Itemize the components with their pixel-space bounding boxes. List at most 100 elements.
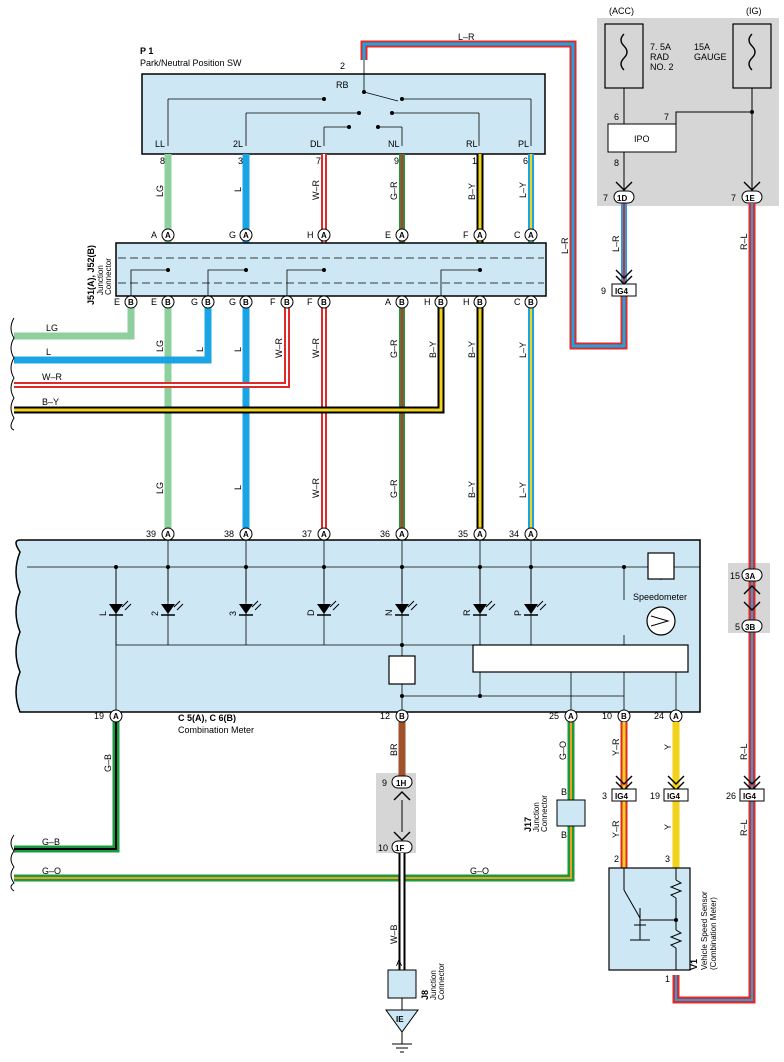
svg-text:A: A xyxy=(399,530,405,539)
svg-text:E: E xyxy=(151,297,157,307)
pos-ll: LL xyxy=(155,139,165,149)
svg-text:A: A xyxy=(385,297,391,307)
p1-pin: 8 xyxy=(160,156,165,166)
led-indicator-d-icon: D xyxy=(306,567,340,620)
svg-text:H: H xyxy=(463,297,470,307)
pos-pl: PL xyxy=(518,139,529,149)
svg-text:G: G xyxy=(229,230,236,240)
combination-meter-body xyxy=(15,539,701,713)
label-l-r-side: L–R xyxy=(560,237,570,254)
jc-bottom-pin: BA xyxy=(385,295,409,309)
svg-text:H: H xyxy=(424,297,431,307)
svg-text:E: E xyxy=(385,230,391,240)
p1-pin: 1 xyxy=(472,156,477,166)
wire-g-b xyxy=(14,722,120,853)
label-l-r-fuse: L–R xyxy=(611,235,621,252)
label-left-lg: LG xyxy=(46,323,58,333)
label-l: L xyxy=(233,347,243,352)
svg-text:3: 3 xyxy=(665,854,670,864)
svg-text:1F: 1F xyxy=(395,844,404,853)
svg-text:B: B xyxy=(321,298,327,307)
svg-text:37: 37 xyxy=(302,529,312,539)
svg-text:A: A xyxy=(528,231,534,240)
ground-triangle-icon xyxy=(385,1009,419,1033)
jc-top-pin: AE xyxy=(385,228,409,242)
label-left-wr: W–R xyxy=(42,372,63,382)
wire-r-l xyxy=(672,203,756,1004)
connector-1d: 1D 7 xyxy=(603,181,635,204)
meter-bottom-pin: A19 xyxy=(94,709,123,723)
svg-text:(Combination Meter): (Combination Meter) xyxy=(709,897,718,970)
svg-text:39: 39 xyxy=(146,529,156,539)
led-indicator-2-icon: 2 xyxy=(150,567,184,620)
jc-bottom-pin: BC xyxy=(514,295,538,309)
svg-text:2: 2 xyxy=(614,854,619,864)
p1-internal-contacts xyxy=(167,60,532,146)
ig-label: (IG) xyxy=(746,6,762,16)
j17-connector: B B J17 Junction Connector xyxy=(523,787,586,840)
svg-text:B: B xyxy=(561,830,567,840)
label-wr: W–R xyxy=(311,338,321,359)
p1-pin-2: 2 xyxy=(340,61,345,71)
label-r-l-2: R–L xyxy=(739,743,749,760)
label-l: L xyxy=(195,347,205,352)
svg-text:B: B xyxy=(399,298,405,307)
svg-text:25: 25 xyxy=(549,711,559,721)
meter-box-top xyxy=(647,552,675,580)
svg-text:A: A xyxy=(243,231,249,240)
jc-bottom-pin: BE xyxy=(151,295,175,309)
svg-text:B: B xyxy=(165,298,171,307)
svg-text:A: A xyxy=(321,231,327,240)
label-wr: W–R xyxy=(311,478,321,499)
label-lg: LG xyxy=(155,185,165,197)
svg-text:A: A xyxy=(396,958,402,968)
svg-text:Vehicle Speed Sensor: Vehicle Speed Sensor xyxy=(700,891,709,970)
connector-1h-1f: 1H 9 1F 10 xyxy=(378,775,413,854)
v1-speed-sensor: 2 3 1 V1 Vehicle Speed Sensor (Combinati… xyxy=(608,854,718,984)
meter-bottom-pin: A 25 xyxy=(549,709,578,723)
svg-text:26: 26 xyxy=(726,791,736,801)
svg-text:10: 10 xyxy=(602,711,612,721)
meter-name: Combination Meter xyxy=(178,725,254,735)
junction-connector-body xyxy=(115,242,547,297)
label-y-2: Y xyxy=(663,824,673,830)
svg-text:3A: 3A xyxy=(745,572,755,581)
acc-fuse-num: NO. 2 xyxy=(650,62,674,72)
svg-text:IG4: IG4 xyxy=(615,287,628,296)
jc-top-pin: AA xyxy=(151,228,175,242)
jc-dots xyxy=(166,268,482,272)
led-label: 3 xyxy=(228,611,238,616)
svg-text:1: 1 xyxy=(665,974,670,984)
led-label: 2 xyxy=(150,611,160,616)
ground-symbol-icon xyxy=(392,1032,412,1053)
jc-ids: J51(A), J52(B) xyxy=(86,245,96,305)
label-l: L xyxy=(233,187,243,192)
meter-bottom-pin: A24 xyxy=(654,709,683,723)
wire-b-y-left xyxy=(14,302,445,414)
p1-contact-label: RB xyxy=(336,80,349,90)
led-label: R xyxy=(462,609,472,616)
svg-text:A: A xyxy=(568,712,574,721)
svg-text:12: 12 xyxy=(380,711,390,721)
jc-name-1: Junction xyxy=(96,265,105,295)
meter-top-pin: A39 xyxy=(146,527,175,541)
svg-text:F: F xyxy=(270,297,276,307)
jc-top-pin: AF xyxy=(463,228,487,242)
label-gr: G–R xyxy=(389,181,399,200)
label-left-go: G–O xyxy=(42,866,61,876)
svg-text:10: 10 xyxy=(378,843,388,853)
svg-text:1D: 1D xyxy=(617,194,627,203)
label-l: L xyxy=(233,485,243,490)
svg-text:A: A xyxy=(477,530,483,539)
svg-text:IG4: IG4 xyxy=(667,792,680,801)
led-indicator-n-icon: N xyxy=(384,567,418,620)
label-yr-2: Y–R xyxy=(611,820,621,838)
svg-text:B: B xyxy=(561,787,567,797)
wire-g-o xyxy=(14,722,575,882)
label-gr: G–R xyxy=(389,479,399,498)
jc-top-pin: AC xyxy=(514,228,538,242)
svg-text:7: 7 xyxy=(603,193,608,203)
svg-text:B: B xyxy=(128,298,134,307)
label-left-gb: G–B xyxy=(42,837,60,847)
